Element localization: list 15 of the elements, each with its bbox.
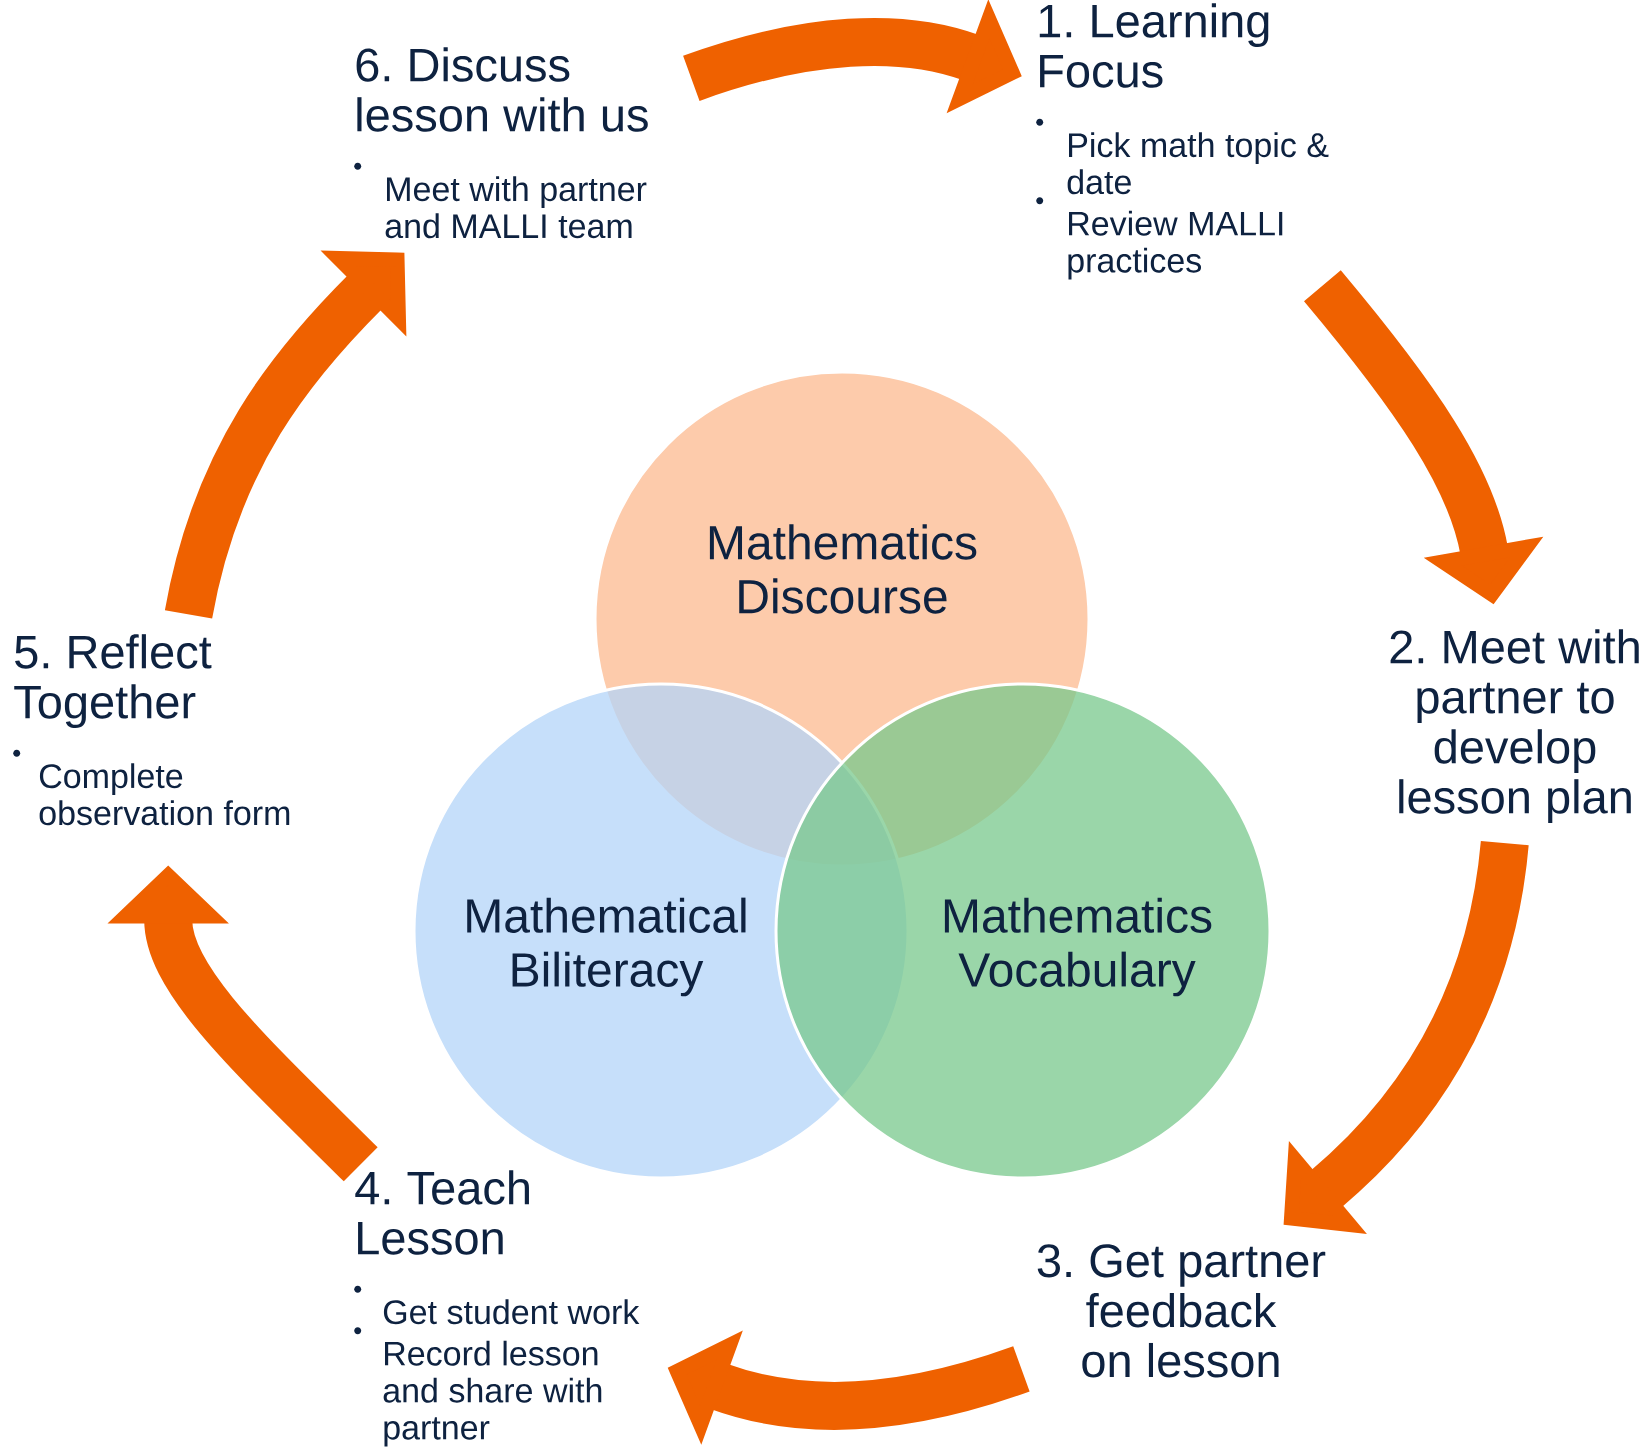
bullet-item: Complete observation form — [39, 763, 290, 826]
circle-label: Mathematics Vocabulary — [944, 897, 1212, 997]
bullet-item: Meet with partner and MALLI team — [385, 176, 647, 239]
bullet-item: Get student work — [383, 1299, 640, 1325]
circle-label: Mathematics Discourse — [709, 524, 977, 614]
circle-label: Mathematical Biliteracy — [467, 897, 746, 997]
step-heading: 3. Get partner feedback on lesson — [1037, 1244, 1326, 1378]
bullet-item: Pick math topic & date — [1067, 132, 1329, 195]
step-heading: 5. Reflect Together — [14, 634, 212, 728]
bullet-item: Review MALLI practices — [1068, 210, 1283, 280]
step-heading: 1. Learning Focus — [1039, 3, 1269, 88]
bullet-item: Record lesson and share with partner — [383, 1340, 602, 1447]
step-heading: 2. Meet with partner to develop lesson plan — [1390, 629, 1639, 823]
step-heading: 6. Discuss lesson with us — [356, 47, 648, 132]
step-heading: 4. Teach Lesson — [355, 1170, 529, 1255]
